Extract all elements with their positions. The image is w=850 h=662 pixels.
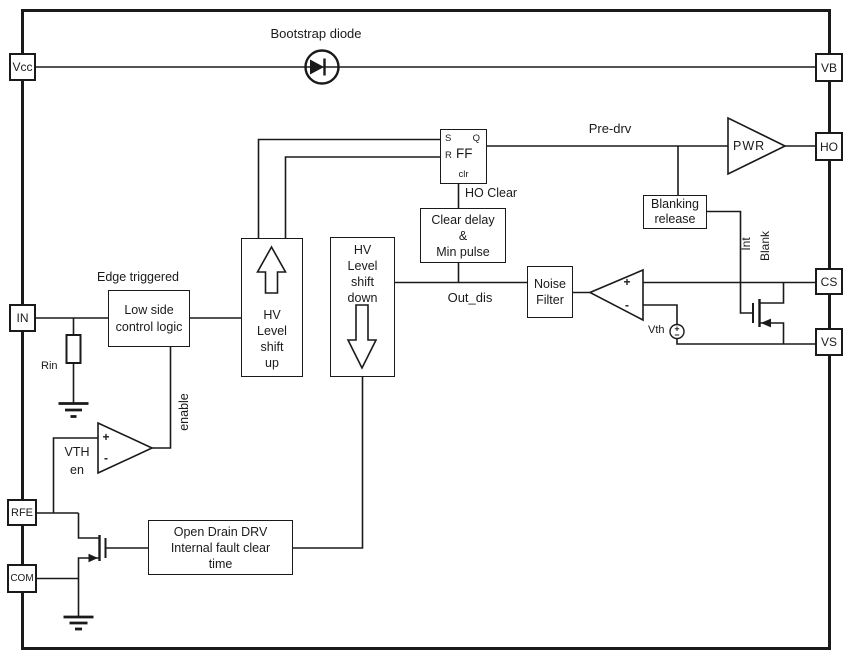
pin-cs: CS — [815, 268, 843, 295]
out-dis-label: Out_dis — [447, 290, 493, 305]
rs-flip-flop-block: S Q R FF clr — [440, 129, 487, 184]
cs-comparator-plus: + — [623, 275, 631, 289]
cs-sense-mosfet-icon — [752, 282, 785, 344]
comparator-minus-wire — [643, 304, 678, 325]
vth-en-label-1: VTH — [64, 445, 90, 459]
edge-triggered-label: Edge triggered — [96, 270, 179, 284]
low-side-line1: Low side — [124, 302, 174, 317]
hv-up-line1: HV — [263, 308, 281, 322]
hv-level-shift-down-block: HV Level shift down — [330, 237, 395, 377]
hv-up-line2: Level — [257, 324, 287, 338]
hv-up-line3: shift — [260, 340, 284, 354]
pin-vs: VS — [815, 328, 843, 356]
down-arrow-icon — [346, 304, 378, 370]
vth-en-plus: + — [102, 430, 110, 444]
vth-to-vs-wire — [676, 338, 816, 345]
ground-icon-com — [63, 615, 94, 631]
blanking-release-block: Blanking release — [643, 195, 707, 229]
blank-label: Blank — [758, 230, 772, 262]
vth-en-label-2: en — [70, 463, 84, 477]
vth-en-minus: - — [104, 451, 108, 465]
hv-down-line4: down — [347, 291, 378, 305]
int-label: Int — [739, 237, 753, 251]
open-drain-line2: Internal fault clear — [170, 540, 271, 555]
pwr-label: PWR — [733, 139, 766, 153]
noise-filter-block: Noise Filter — [527, 266, 573, 318]
cs-comparator — [588, 268, 644, 322]
low-side-line2: control logic — [115, 319, 183, 334]
pin-cs-label: CS — [820, 274, 838, 289]
blanking-line2: release — [654, 212, 696, 226]
pin-rfe-label: RFE — [11, 506, 33, 519]
hv-down-line1: HV — [353, 243, 372, 257]
ff-clr-input: clr — [458, 169, 469, 180]
open-drain-line3: time — [208, 556, 233, 571]
ff-q-output: Q — [472, 133, 480, 144]
pin-vb-label: VB — [820, 60, 837, 75]
pin-vcc: Vcc — [9, 53, 36, 81]
bootstrap-diode-icon — [304, 49, 340, 85]
ho-clear-label: HO Clear — [465, 186, 518, 200]
shift-down-out-wire — [293, 377, 364, 549]
cs-comparator-minus: - — [625, 298, 629, 312]
pin-ho: HO — [815, 132, 843, 161]
ff-reset-wire — [284, 156, 440, 238]
blanking-line1: Blanking — [651, 197, 699, 211]
vth-en-plus-wire — [52, 437, 98, 513]
noise-filter-line1: Noise — [534, 277, 566, 291]
pre-drv-label: Pre-drv — [588, 121, 632, 136]
pin-rfe: RFE — [7, 499, 37, 526]
pwr-driver-triangle — [727, 116, 787, 176]
ff-reset-input: R — [445, 150, 452, 161]
pin-vs-label: VS — [820, 335, 837, 349]
clear-delay-block: Clear delay & Min pulse — [420, 208, 506, 263]
bootstrap-diode-label: Bootstrap diode — [270, 26, 362, 41]
clear-delay-line3: Min pulse — [436, 244, 490, 259]
ground-icon-rin — [58, 402, 89, 418]
rin-label: Rin — [41, 360, 58, 372]
enable-label: enable — [177, 393, 191, 431]
int-blank-wire — [707, 210, 753, 314]
vth-en-comparator — [97, 421, 154, 475]
vth-label: Vth — [648, 324, 665, 336]
open-drain-line1: Open Drain DRV — [173, 524, 268, 539]
noise-filter-line2: Filter — [536, 293, 564, 307]
clear-delay-line1: Clear delay — [431, 212, 495, 227]
hv-up-line4: up — [265, 356, 279, 370]
pin-ho-label: HO — [820, 139, 838, 154]
low-side-control-logic-block: Low side control logic — [108, 290, 190, 347]
ff-set-wire — [257, 138, 440, 238]
pin-vb: VB — [815, 53, 843, 82]
hv-down-line3: shift — [351, 275, 374, 289]
ff-title: FF — [456, 146, 473, 161]
pin-in-label: IN — [16, 311, 29, 325]
rfe-fault-mosfet-icon — [77, 513, 148, 579]
ff-set-input: S — [445, 133, 452, 144]
hv-down-line2: Level — [347, 259, 378, 273]
pin-com-label: COM — [10, 573, 34, 584]
pin-in: IN — [9, 304, 36, 332]
hv-level-shift-up-block: HV Level shift up — [241, 238, 303, 377]
clear-delay-line2: & — [458, 228, 468, 243]
enable-wire — [152, 347, 172, 449]
rin-resistor-icon — [65, 334, 82, 364]
vth-source-polarity — [674, 326, 680, 336]
open-drain-drv-block: Open Drain DRV Internal fault clear time — [148, 520, 293, 575]
pin-vcc-label: Vcc — [12, 60, 33, 74]
up-arrow-icon — [256, 245, 287, 294]
pin-com: COM — [7, 564, 37, 593]
